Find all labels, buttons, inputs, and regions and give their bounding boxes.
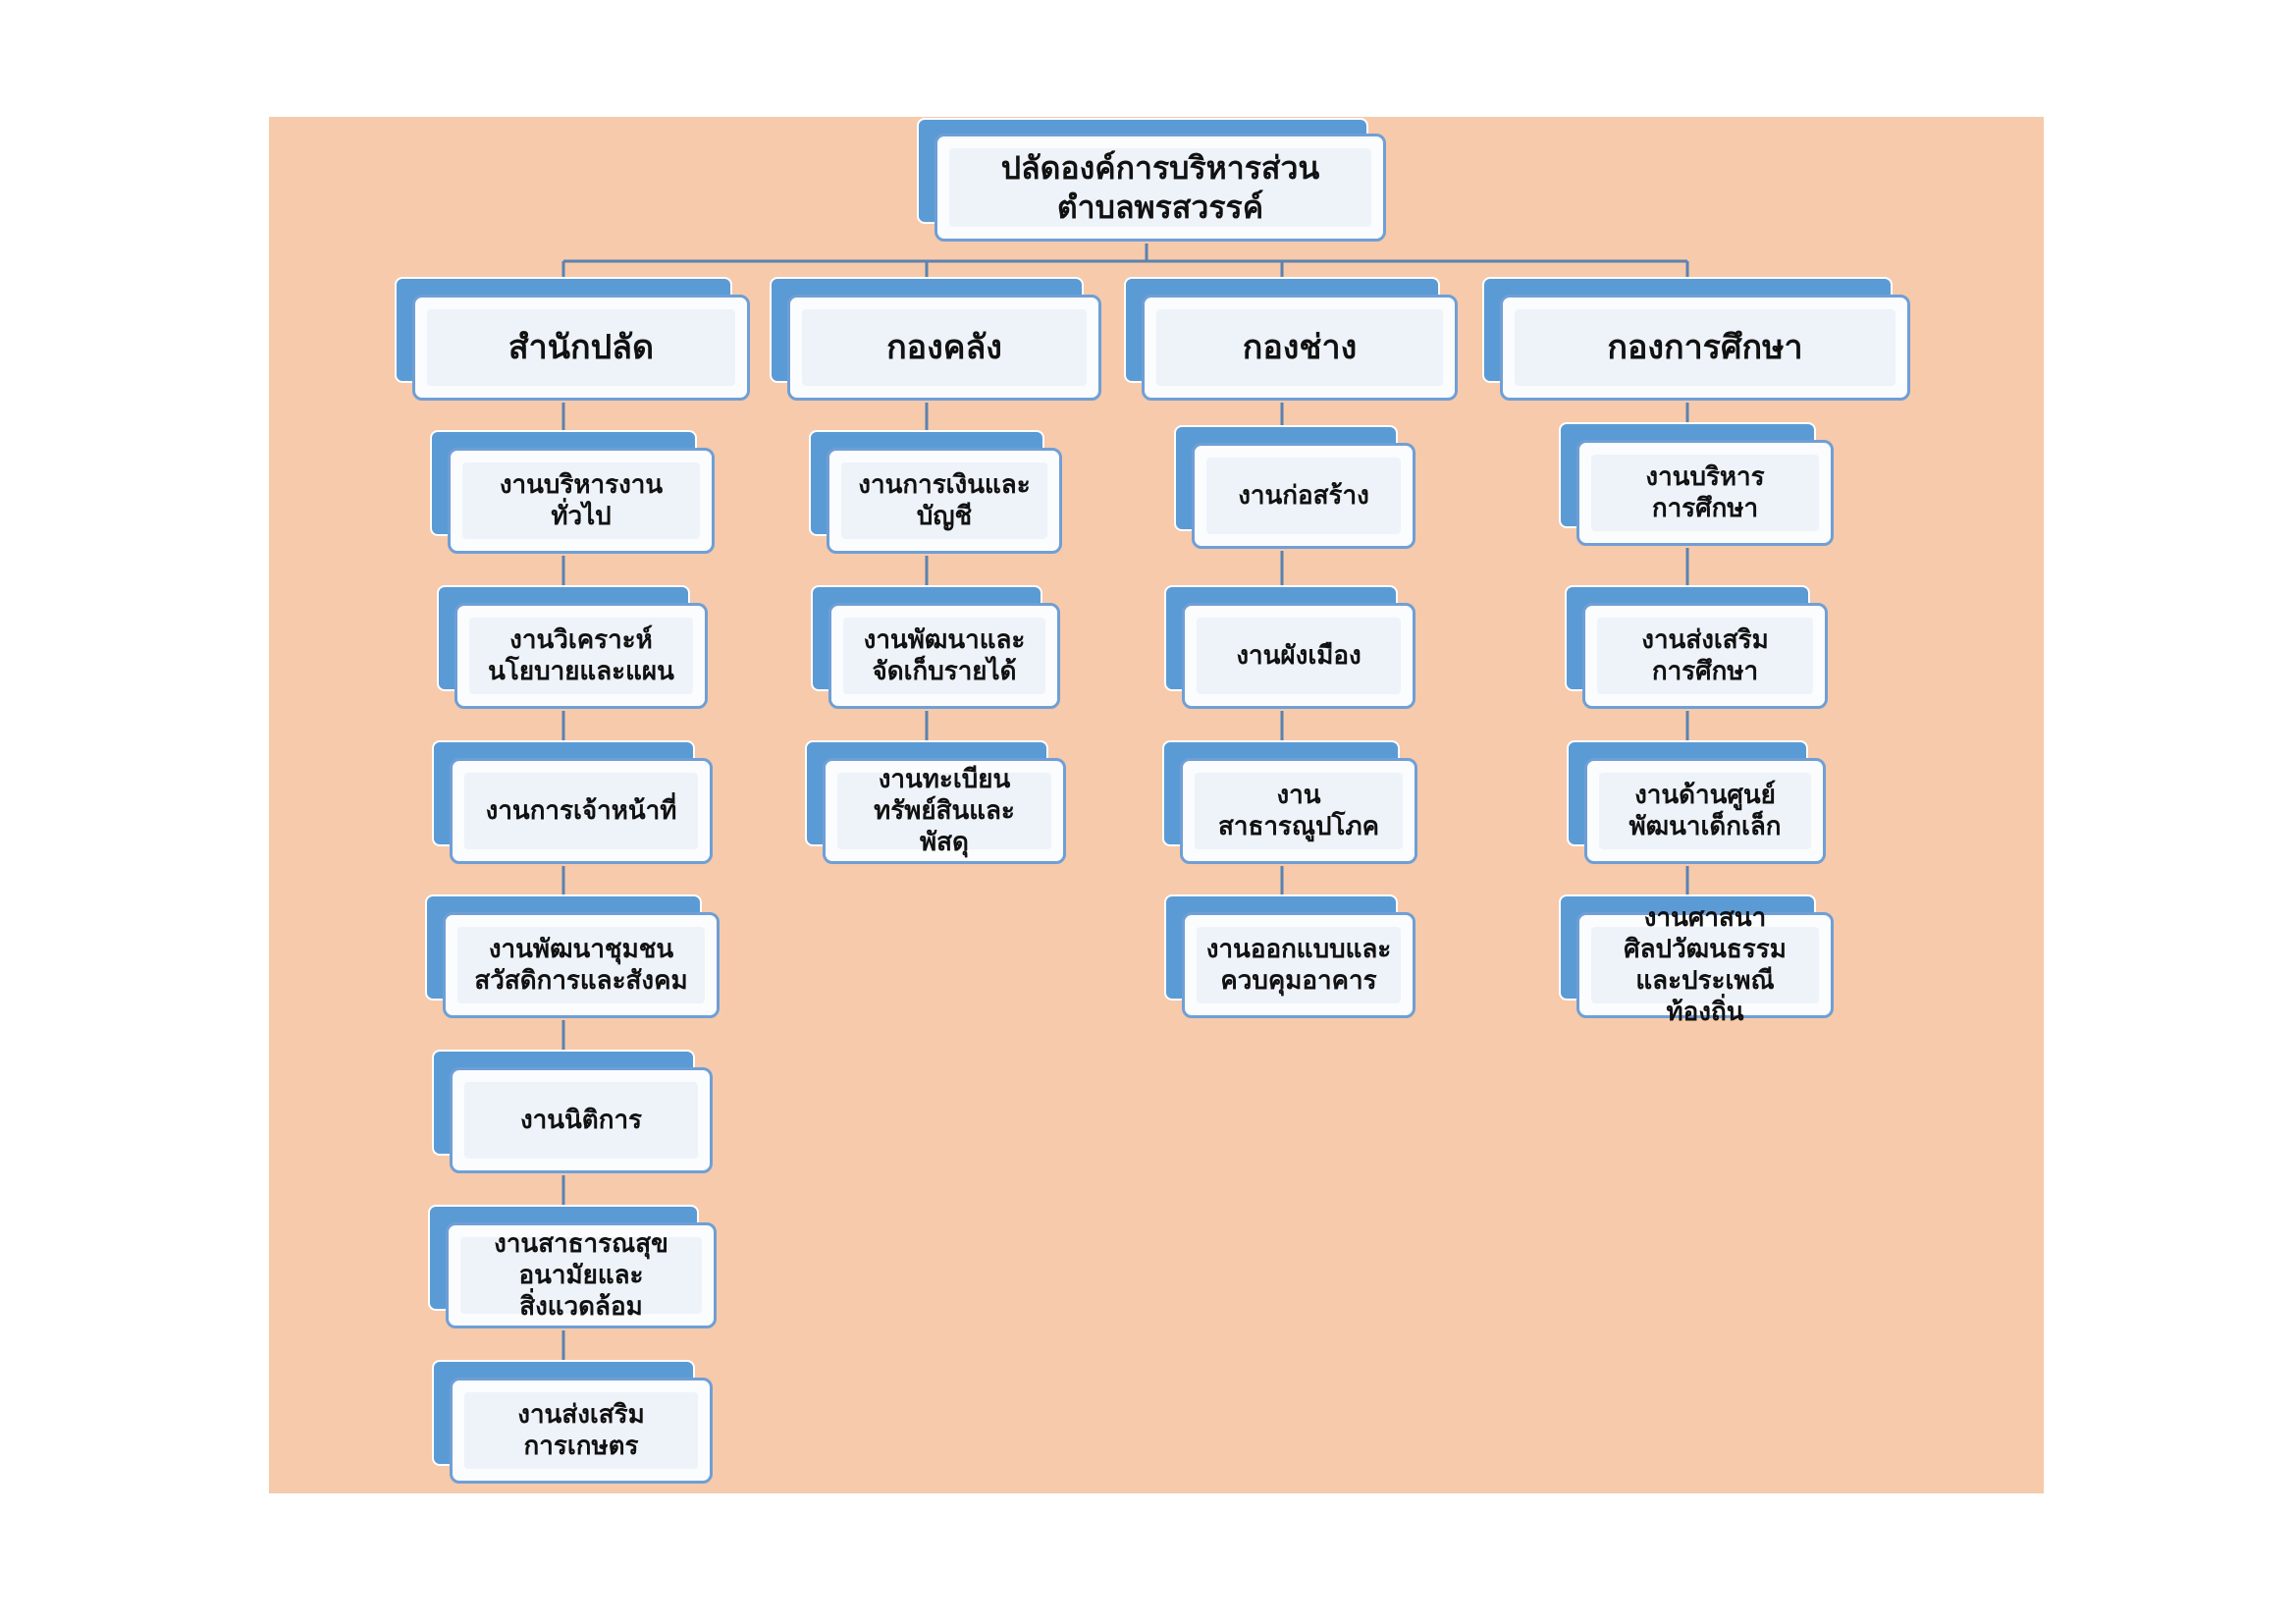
unit-box: งานทะเบียน ทรัพย์สินและ พัสดุ	[805, 740, 1068, 866]
unit-box: งานออกแบบและ ควบคุมอาคาร	[1164, 894, 1417, 1020]
unit-label: งานนิติการ	[519, 1106, 643, 1135]
unit-label: งานด้านศูนย์ พัฒนาเด็กเล็ก	[1629, 781, 1782, 841]
unit-label: งานก่อสร้าง	[1238, 481, 1369, 511]
unit-box: งานพัฒนาชุมชน สวัสดิการและสังคม	[425, 894, 721, 1020]
unit-label: งานบริหาร การศึกษา	[1645, 462, 1765, 523]
unit-box: งานการเจ้าหน้าที่	[432, 740, 715, 866]
division-label: สำนักปลัด	[507, 328, 655, 367]
division-box: กองคลัง	[770, 277, 1103, 403]
division-box-face: กองการศึกษา	[1500, 295, 1910, 401]
division-label: กองคลัง	[886, 328, 1002, 367]
unit-box: งานผังเมือง	[1164, 585, 1417, 711]
division-label: กองช่าง	[1242, 328, 1358, 367]
unit-box-face: งานด้านศูนย์ พัฒนาเด็กเล็ก	[1584, 758, 1826, 864]
unit-box: งานด้านศูนย์ พัฒนาเด็กเล็ก	[1567, 740, 1828, 866]
unit-box-face: งานวิเคราะห์ นโยบายและแผน	[454, 603, 708, 709]
unit-box-face: งานพัฒนาชุมชน สวัสดิการและสังคม	[443, 912, 720, 1018]
division-box: กองช่าง	[1124, 277, 1460, 403]
unit-box-face: งาน สาธารณูปโภค	[1180, 758, 1417, 864]
unit-label: งานศาสนา ศิลปวัฒนธรรม และประเพณี ท้องถิ่…	[1624, 903, 1787, 1027]
unit-label: งานส่งเสริม การเกษตร	[517, 1400, 645, 1461]
unit-box: งานวิเคราะห์ นโยบายและแผน	[437, 585, 710, 711]
unit-box-face: งานศาสนา ศิลปวัฒนธรรม และประเพณี ท้องถิ่…	[1576, 903, 1834, 1027]
unit-label: งานพัฒนาและ จัดเก็บรายได้	[863, 625, 1026, 686]
unit-label: งานบริหารงาน ทั่วไป	[499, 470, 664, 531]
unit-box: งานนิติการ	[432, 1050, 715, 1175]
unit-box: งานศาสนา ศิลปวัฒนธรรม และประเพณี ท้องถิ่…	[1559, 894, 1836, 1027]
unit-box: งานบริหาร การศึกษา	[1559, 422, 1836, 548]
unit-box-face: งานออกแบบและ ควบคุมอาคาร	[1182, 912, 1415, 1018]
unit-box-face: งานบริหารงาน ทั่วไป	[448, 448, 715, 554]
unit-box: งานสาธารณสุข อนามัยและ สิ่งแวดล้อม	[428, 1205, 719, 1330]
unit-box-face: งานพัฒนาและ จัดเก็บรายได้	[828, 603, 1060, 709]
unit-box: งานก่อสร้าง	[1174, 425, 1417, 551]
unit-label: งานการเงินและ บัญชี	[858, 470, 1031, 531]
unit-box-face: งานผังเมือง	[1182, 603, 1415, 709]
unit-box-face: งานส่งเสริม การศึกษา	[1582, 603, 1828, 709]
root-box: ปลัดองค์การบริหารส่วน ตำบลพรสวรรค์	[917, 118, 1388, 244]
unit-label: งาน สาธารณูปโภค	[1217, 781, 1380, 841]
unit-box-face: งานสาธารณสุข อนามัยและ สิ่งแวดล้อม	[446, 1222, 717, 1328]
root-box-face: ปลัดองค์การบริหารส่วน ตำบลพรสวรรค์	[934, 134, 1386, 242]
root-label: ปลัดองค์การบริหารส่วน ตำบลพรสวรรค์	[1000, 149, 1320, 226]
unit-label: งานสาธารณสุข อนามัยและ สิ่งแวดล้อม	[494, 1229, 668, 1322]
unit-box: งาน สาธารณูปโภค	[1162, 740, 1419, 866]
division-box-face: สำนักปลัด	[412, 295, 750, 401]
unit-box-face: งานนิติการ	[450, 1067, 713, 1173]
unit-box-face: งานทะเบียน ทรัพย์สินและ พัสดุ	[823, 758, 1066, 864]
unit-box: งานการเงินและ บัญชี	[809, 430, 1064, 556]
unit-box-face: งานบริหาร การศึกษา	[1576, 440, 1834, 546]
unit-box: งานส่งเสริม การศึกษา	[1565, 585, 1830, 711]
unit-label: งานวิเคราะห์ นโยบายและแผน	[488, 625, 674, 686]
unit-box-face: งานการเงินและ บัญชี	[827, 448, 1062, 554]
unit-label: งานส่งเสริม การศึกษา	[1641, 625, 1769, 686]
division-box-face: กองช่าง	[1142, 295, 1458, 401]
unit-box: งานบริหารงาน ทั่วไป	[430, 430, 717, 556]
unit-box: งานส่งเสริม การเกษตร	[432, 1360, 715, 1486]
division-box: กองการศึกษา	[1482, 277, 1912, 403]
unit-label: งานทะเบียน ทรัพย์สินและ พัสดุ	[874, 765, 1015, 857]
division-box-face: กองคลัง	[787, 295, 1101, 401]
unit-label: งานพัฒนาชุมชน สวัสดิการและสังคม	[474, 935, 688, 996]
unit-label: งานออกแบบและ ควบคุมอาคาร	[1205, 935, 1392, 996]
unit-label: งานการเจ้าหน้าที่	[485, 796, 677, 826]
division-box: สำนักปลัด	[395, 277, 752, 403]
unit-box-face: งานการเจ้าหน้าที่	[450, 758, 713, 864]
unit-box: งานพัฒนาและ จัดเก็บรายได้	[811, 585, 1062, 711]
unit-label: งานผังเมือง	[1236, 641, 1362, 671]
division-label: กองการศึกษา	[1607, 328, 1803, 367]
unit-box-face: งานก่อสร้าง	[1192, 443, 1415, 549]
unit-box-face: งานส่งเสริม การเกษตร	[450, 1378, 713, 1484]
